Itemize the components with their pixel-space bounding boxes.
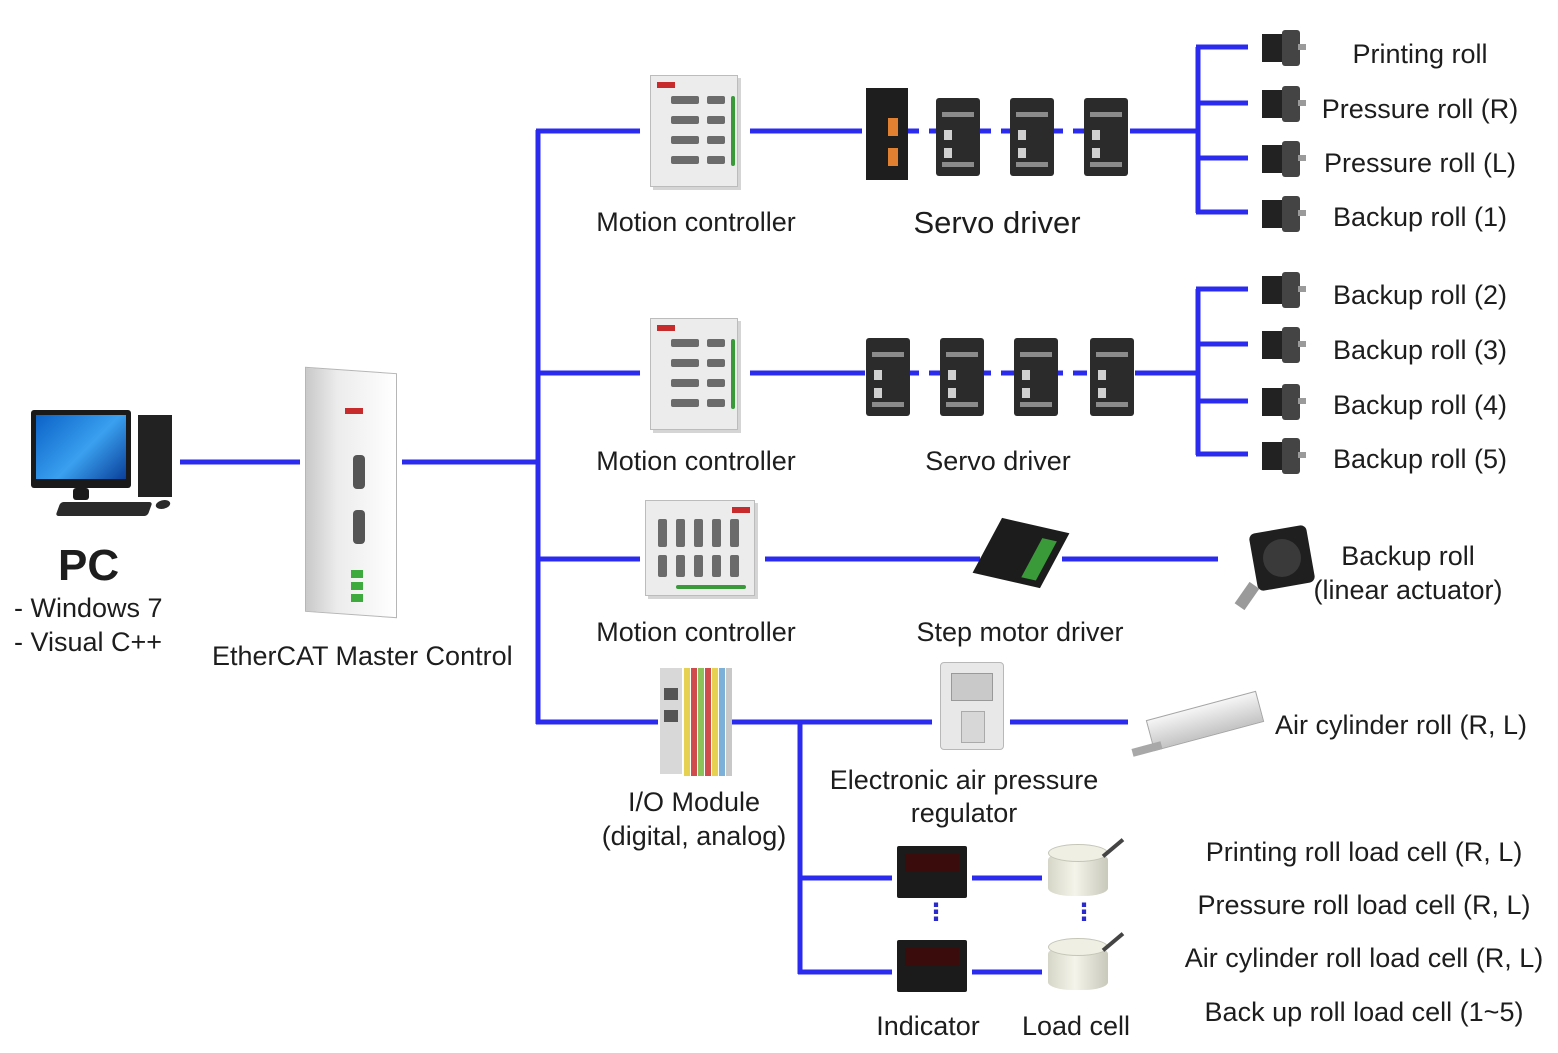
io-module-label-2: (digital, analog): [601, 821, 787, 851]
loadcell-air-cylinder: Air cylinder roll load cell (R, L): [1184, 943, 1544, 973]
motion-controller-1-label: Motion controller: [596, 207, 796, 237]
roll-backup-4: Backup roll (4): [1332, 390, 1508, 420]
loadcell-backup: Back up roll load cell (1~5): [1204, 997, 1524, 1027]
indicator-icon: [897, 940, 967, 992]
servo-motor-icon: [1258, 137, 1306, 179]
servo-motor-icon: [1258, 380, 1306, 422]
linear-roll-label-1: Backup roll: [1341, 541, 1475, 571]
pc-lang: - Visual C++: [14, 627, 163, 657]
motion-controller-icon: [650, 75, 742, 190]
servo-driver-1-label: Servo driver: [913, 205, 1081, 240]
indicator-ellipsis: ⋮: [924, 899, 948, 926]
roll-backup-3: Backup roll (3): [1332, 335, 1508, 365]
linear-actuator-icon: [1234, 524, 1316, 611]
roll-pressure-l: Pressure roll (L): [1323, 148, 1517, 178]
io-module-icon: [660, 668, 732, 776]
servo-motor-icon: [1258, 323, 1306, 365]
indicator-icon: [897, 846, 967, 898]
servo-driver-icon: [866, 338, 910, 416]
servo-driver-icon: [1084, 98, 1128, 176]
servo-motor-icon: [1258, 434, 1306, 476]
desktop-pc-icon: [28, 410, 178, 525]
servo-driver-2-label: Servo driver: [925, 446, 1071, 476]
indicator-label: Indicator: [876, 1011, 980, 1041]
air-cylinder-label: Air cylinder roll (R, L): [1275, 710, 1528, 740]
io-module-label-1: I/O Module: [627, 787, 761, 817]
loadcell-printing: Printing roll load cell (R, L): [1205, 837, 1523, 867]
servo-driver-icon: [1090, 338, 1134, 416]
roll-pressure-r: Pressure roll (R): [1321, 94, 1519, 124]
linear-roll-label-2: (linear actuator): [1313, 575, 1503, 605]
load-cell-icon: [1048, 938, 1108, 990]
servo-driver-icon: [1014, 338, 1058, 416]
servo-motor-icon: [1258, 268, 1306, 310]
ethercat-master-icon: [305, 366, 397, 619]
servo-driver-icon: [936, 98, 980, 176]
pc-title: PC: [58, 541, 120, 590]
roll-backup-1: Backup roll (1): [1332, 202, 1508, 232]
master-label: EtherCAT Master Control: [212, 641, 513, 671]
servo-driver-icon: [1010, 98, 1054, 176]
roll-backup-2: Backup roll (2): [1332, 280, 1508, 310]
load-cell-label: Load cell: [1021, 1011, 1131, 1041]
pc-os: - Windows 7: [14, 593, 163, 623]
servo-motor-icon: [1258, 26, 1306, 68]
step-driver-label: Step motor driver: [916, 617, 1124, 647]
roll-printing: Printing roll: [1352, 39, 1488, 69]
motion-controller-2-label: Motion controller: [596, 446, 796, 476]
servo-motor-icon: [1258, 192, 1306, 234]
regulator-label-2: regulator: [910, 798, 1018, 828]
air-regulator-icon: [940, 662, 1004, 750]
roll-backup-5: Backup roll (5): [1332, 444, 1508, 474]
servo-driver-icon: [940, 338, 984, 416]
motion-controller-icon: [645, 500, 760, 600]
regulator-label-1: Electronic air pressure: [829, 765, 1099, 795]
load-cell-icon: [1048, 844, 1108, 896]
servo-driver-icon: [866, 88, 908, 180]
servo-motor-icon: [1258, 82, 1306, 124]
motion-controller-3-label: Motion controller: [596, 617, 796, 647]
motion-controller-icon: [650, 318, 742, 433]
load-cell-ellipsis: ⋮: [1072, 899, 1096, 926]
loadcell-pressure: Pressure roll load cell (R, L): [1197, 890, 1531, 920]
